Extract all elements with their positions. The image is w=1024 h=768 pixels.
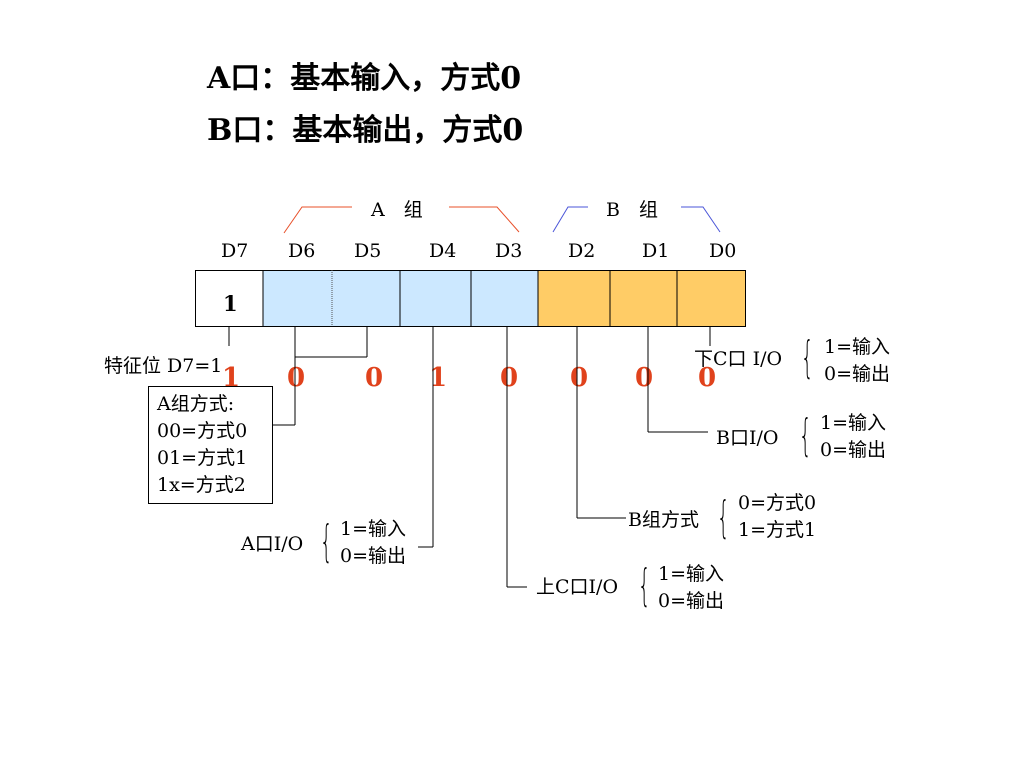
bit-label-d0: D0 (709, 240, 737, 262)
title-port-a: A口：基本输入，方式0 (207, 61, 522, 96)
brace-icon: { (799, 410, 812, 461)
group-a-label: A 组 (371, 199, 423, 221)
value-d6: 0 (287, 363, 306, 393)
port-b-opt2: 0=输出 (820, 439, 887, 461)
bit-label-d5: D5 (354, 240, 382, 262)
upper-c-opt1: 1=输入 (658, 563, 725, 585)
brace-icon: { (717, 492, 730, 543)
a-mode-title: A组方式: (157, 393, 235, 415)
port-b-opt1: 1=输入 (820, 412, 887, 434)
port-a-label: A口I/O (241, 533, 304, 555)
lower-c-opt1: 1=输入 (824, 336, 891, 358)
bit-label-d7: D7 (221, 240, 249, 262)
upper-c-label: 上C口I/O (536, 576, 619, 598)
value-d2: 0 (570, 363, 589, 393)
bit-label-d2: D2 (568, 240, 596, 262)
group-b-label: B 组 (606, 199, 658, 221)
feature-bit-label: 特征位 D7=1 (104, 355, 223, 377)
register-d7-value: 1 (223, 291, 238, 316)
brace-icon: { (801, 332, 814, 383)
group-a-bracket (449, 206, 520, 233)
register-cell-d7 (195, 270, 263, 326)
a-group-mode-box: A组方式: 00=方式0 01=方式1 1x=方式2 (148, 386, 273, 504)
b-mode-opt2: 1=方式1 (738, 519, 817, 541)
port-b-label: B口I/O (716, 427, 779, 449)
bit-label-d4: D4 (429, 240, 457, 262)
b-mode-label: B组方式 (628, 509, 699, 531)
a-mode-line: 1x=方式2 (157, 474, 246, 496)
bit-label-d1: D1 (642, 240, 670, 262)
value-d7: 1 (222, 363, 241, 393)
lower-c-opt2: 0=输出 (824, 363, 891, 385)
group-b-bracket (552, 206, 588, 233)
value-d3: 0 (500, 363, 519, 393)
value-d5: 0 (365, 363, 384, 393)
value-d4: 1 (429, 363, 448, 393)
value-d1: 0 (635, 363, 654, 393)
a-mode-line: 01=方式1 (157, 447, 248, 469)
group-a-bracket (283, 206, 352, 234)
group-b-bracket (681, 206, 721, 233)
upper-c-opt2: 0=输出 (658, 590, 725, 612)
a-mode-line: 00=方式0 (157, 420, 248, 442)
value-d0: 0 (698, 363, 717, 393)
title-port-b: B口：基本输出，方式0 (207, 113, 524, 148)
port-a-opt1: 1=输入 (340, 518, 407, 540)
port-a-opt2: 0=输出 (340, 545, 407, 567)
bit-label-d3: D3 (495, 240, 523, 262)
brace-icon: { (638, 560, 651, 611)
lower-c-label: 下C口 I/O (694, 348, 783, 370)
bit-label-d6: D6 (288, 240, 316, 262)
register-group-b (538, 270, 746, 326)
b-mode-opt1: 0=方式0 (738, 492, 817, 514)
brace-icon: { (320, 516, 333, 567)
